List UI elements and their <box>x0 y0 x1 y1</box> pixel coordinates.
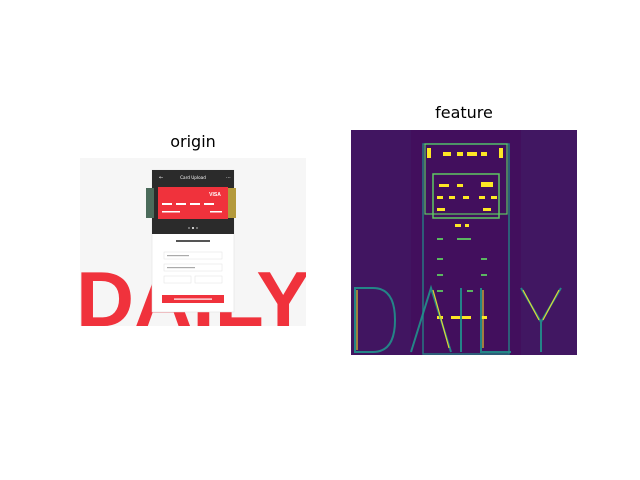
card-brand: VISA <box>209 192 221 198</box>
origin-title: origin <box>170 132 216 151</box>
phone-mockup: ← Card Upload ⋯ VISA <box>146 169 236 313</box>
feature-title: feature <box>435 103 493 122</box>
svg-text:←: ← <box>159 175 163 181</box>
origin-image: DAILY ← Card Upload ⋯ VISA <box>80 158 306 326</box>
svg-text:⋯: ⋯ <box>226 175 231 181</box>
header-title: Card Upload <box>180 175 206 180</box>
feature-map <box>351 130 577 355</box>
